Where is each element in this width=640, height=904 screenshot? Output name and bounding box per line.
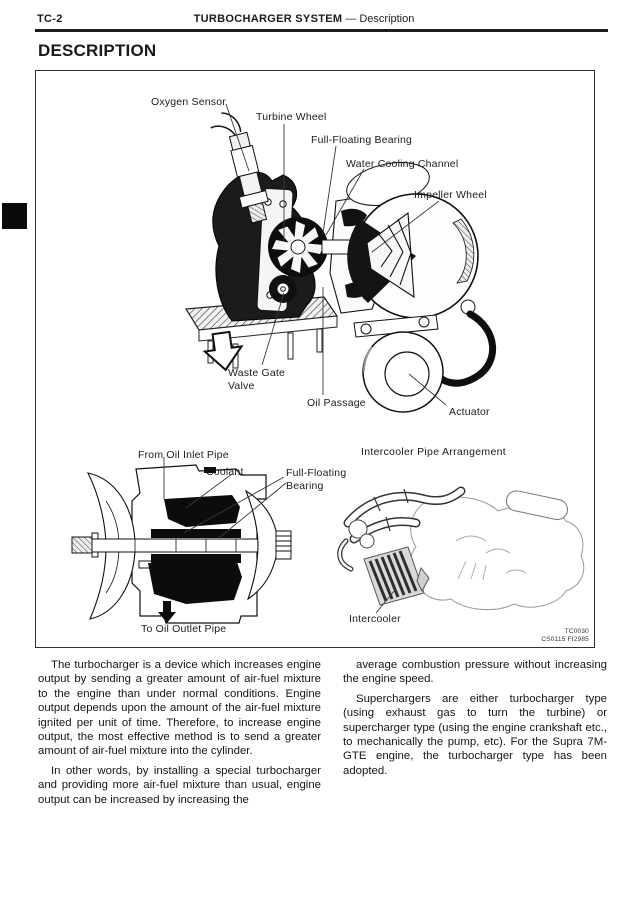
label-water-cooling-channel: Water Cooling Channel bbox=[346, 158, 459, 170]
impeller-cone bbox=[366, 211, 415, 299]
oxygen-sensor-drawing bbox=[210, 112, 269, 224]
figure-code-1: TC0030 bbox=[564, 628, 589, 635]
body-paragraph: In other words, by installing a special … bbox=[38, 764, 321, 806]
label-oil-passage: Oil Passage bbox=[307, 397, 366, 409]
label-waste-gate-valve: Waste Gate Valve bbox=[228, 367, 286, 392]
bearing-housing-section-drawing bbox=[71, 464, 292, 624]
down-arrow-outline bbox=[202, 330, 244, 372]
body-right-column: average combustion pressure without incr… bbox=[343, 658, 607, 807]
label-full-floating-bearing: Full-Floating Bearing bbox=[311, 134, 413, 146]
body-text: The turbocharger is a device which incre… bbox=[38, 658, 607, 807]
label-impeller-wheel: Impeller Wheel bbox=[414, 189, 487, 201]
intake-pipes bbox=[337, 486, 466, 572]
section-heading: DESCRIPTION bbox=[38, 41, 157, 60]
intercooler-pipe-arrangement-drawing bbox=[337, 486, 585, 611]
body-paragraph: Superchargers are either turbocharger ty… bbox=[343, 692, 607, 777]
header-rule bbox=[35, 29, 608, 32]
actuator-drawing bbox=[353, 314, 444, 413]
page-code: TC-2 bbox=[37, 13, 63, 25]
body-paragraph: The turbocharger is a device which incre… bbox=[38, 659, 321, 758]
label-oxygen-sensor: Oxygen Sensor bbox=[151, 96, 226, 108]
section-compressor-wheel bbox=[244, 489, 292, 601]
label-from-oil-inlet-pipe: From Oil Inlet Pipe bbox=[138, 449, 229, 461]
figure-codes: TC0030 CS0115 FI2985 bbox=[541, 628, 589, 643]
label-intercooler: Intercooler bbox=[349, 613, 401, 625]
label-actuator: Actuator bbox=[449, 406, 490, 418]
label-turbine-wheel: Turbine Wheel bbox=[256, 111, 327, 123]
running-header-separator: — bbox=[345, 13, 357, 25]
leader-lines bbox=[163, 103, 447, 614]
intercooler-diagram-title: Intercooler Pipe Arrangement bbox=[361, 446, 506, 458]
label-to-oil-outlet-pipe: To Oil Outlet Pipe bbox=[141, 623, 227, 635]
thumb-index-tab bbox=[2, 203, 27, 229]
label-coolant: Coolant bbox=[206, 466, 244, 478]
running-header: TURBOCHARGER SYSTEM—Description bbox=[0, 13, 608, 25]
figure-code-2: CS0115 FI2985 bbox=[541, 635, 589, 643]
figure-box: Oxygen Sensor Turbine Wheel Full-Floatin… bbox=[35, 70, 595, 648]
turbine-wheel-drawing bbox=[268, 217, 328, 277]
intercooler-core bbox=[363, 546, 430, 606]
running-header-section: Description bbox=[359, 13, 415, 25]
section-oil-galleries bbox=[148, 467, 242, 604]
body-paragraph: average combustion pressure without incr… bbox=[343, 659, 607, 686]
body-left-column: The turbocharger is a device which incre… bbox=[38, 658, 321, 807]
label-full-floating-bearing-2: Full-Floating Bearing bbox=[286, 467, 347, 492]
figure-artwork bbox=[71, 103, 585, 624]
oil-outlet-arrow bbox=[158, 601, 176, 623]
section-shaft-nut bbox=[71, 536, 93, 554]
running-header-title: TURBOCHARGER SYSTEM bbox=[193, 13, 343, 25]
compressor-housing bbox=[346, 162, 479, 319]
